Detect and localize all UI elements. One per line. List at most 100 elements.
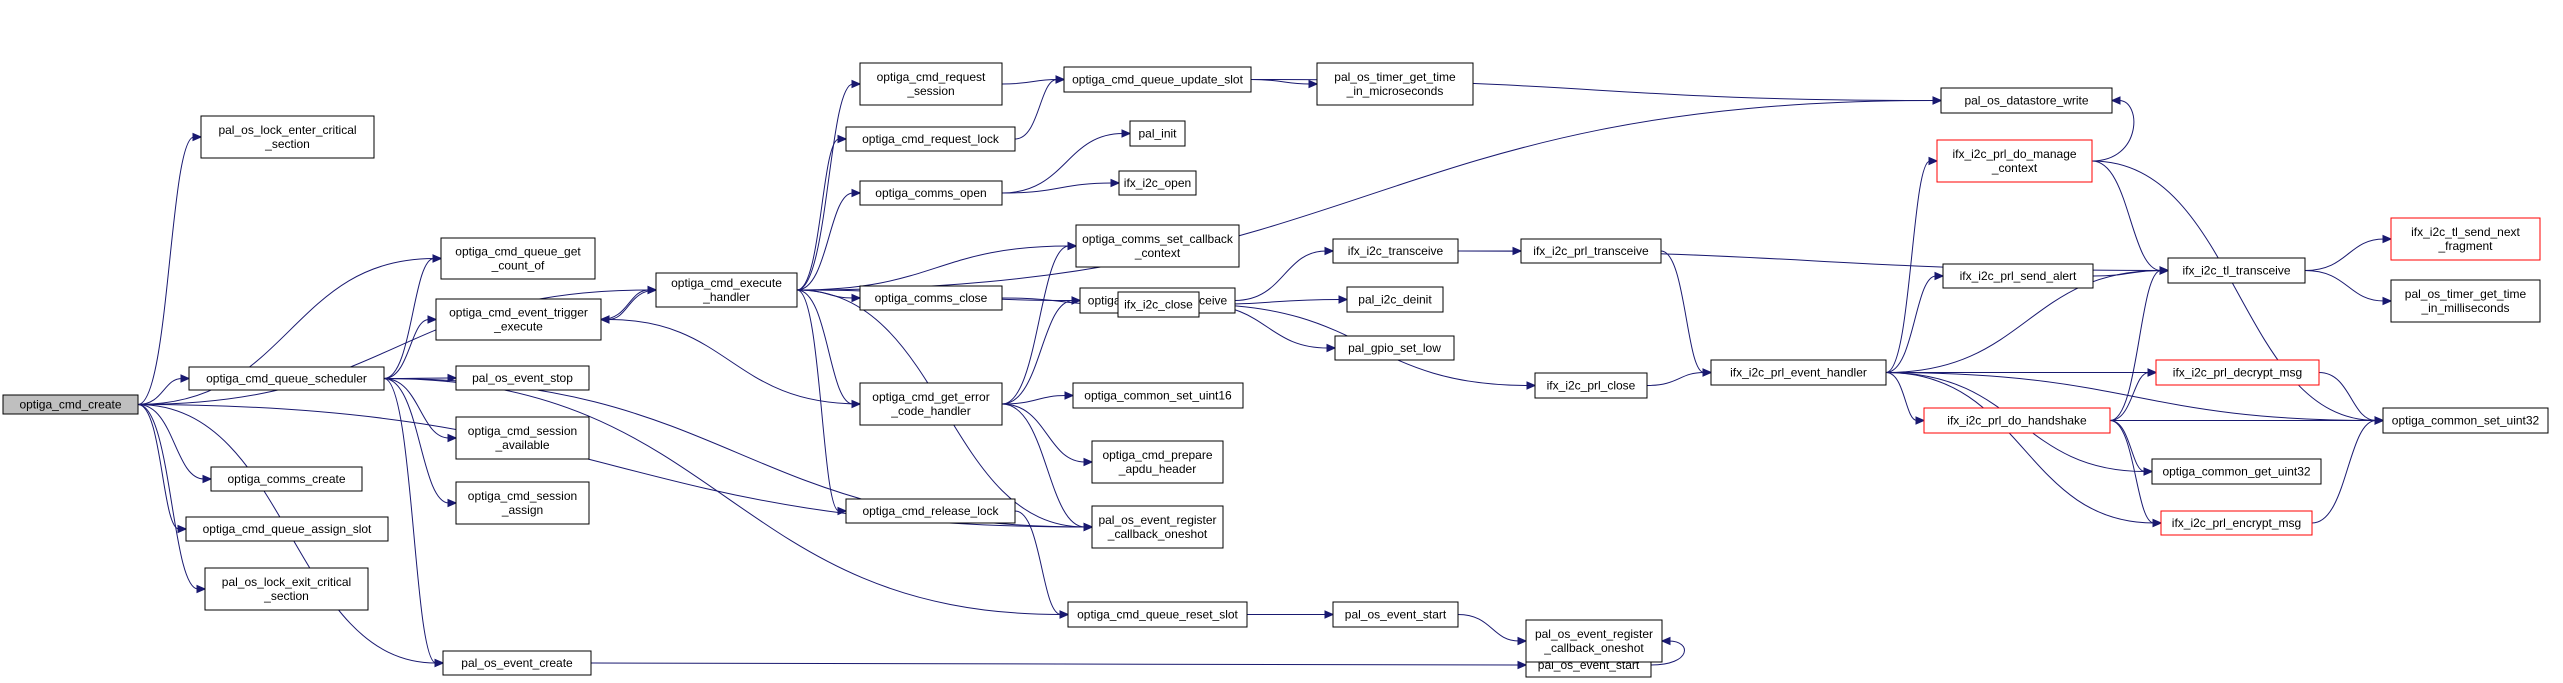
node-box[interactable] (1117, 291, 1200, 318)
node-box[interactable] (1534, 372, 1648, 399)
node-optiga-comms-set-callback-context[interactable]: optiga_comms_set_callback_context (1075, 224, 1240, 268)
node-pal-os-event-create[interactable]: pal_os_event_create (442, 650, 592, 676)
node-pal-init[interactable]: pal_init (1129, 120, 1186, 147)
node-optiga-common-get-uint32[interactable]: optiga_common_get_uint32 (2151, 458, 2322, 485)
node-box[interactable] (2167, 257, 2306, 284)
node-box[interactable] (185, 516, 389, 542)
node-pal-gpio-set-low[interactable]: pal_gpio_set_low (1334, 335, 1455, 361)
edge-n0-n9 (137, 404, 205, 480)
node-pal-os-lock-exit-critical-section[interactable]: pal_os_lock_exit_critical_section (204, 567, 369, 611)
node-optiga-cmd-queue-assign-slot[interactable]: optiga_cmd_queue_assign_slot (185, 516, 389, 542)
node-box[interactable] (188, 366, 385, 391)
node-box[interactable] (1936, 139, 2093, 183)
node-box[interactable] (2382, 407, 2549, 434)
node-box[interactable] (1346, 286, 1444, 313)
node-box[interactable] (1067, 601, 1248, 628)
node-ifx-i2c-open[interactable]: ifx_i2c_open (1118, 170, 1197, 196)
node-optiga-comms-create[interactable]: optiga_comms_create (210, 466, 363, 492)
node-pal-os-datastore-write[interactable]: pal_os_datastore_write (1940, 87, 2113, 114)
node-pal-os-event-stop[interactable]: pal_os_event_stop (455, 365, 590, 391)
node-box[interactable] (859, 382, 1003, 426)
node-box[interactable] (655, 272, 798, 308)
node-label: _in_microseconds (1346, 84, 1444, 98)
node-box[interactable] (1063, 66, 1252, 93)
node-box[interactable] (859, 180, 1003, 206)
edge-n14-n19 (1014, 79, 1058, 140)
node-ifx-i2c-prl-decrypt-msg[interactable]: ifx_i2c_prl_decrypt_msg (2155, 359, 2320, 386)
node-box[interactable] (435, 298, 602, 341)
node-ifx-i2c-prl-event-handler[interactable]: ifx_i2c_prl_event_handler (1710, 359, 1887, 386)
node-box[interactable] (2390, 217, 2541, 261)
node-pal-os-event-register-callback-oneshot[interactable]: pal_os_event_register_callback_oneshot (1091, 505, 1224, 549)
node-optiga-cmd-request-session[interactable]: optiga_cmd_request_session (859, 62, 1003, 106)
node-ifx-i2c-transceive[interactable]: ifx_i2c_transceive (1332, 238, 1459, 264)
node-box[interactable] (1334, 335, 1455, 361)
node-box[interactable] (200, 115, 375, 159)
node-box[interactable] (859, 62, 1003, 106)
node-optiga-cmd-request-lock[interactable]: optiga_cmd_request_lock (845, 126, 1016, 152)
node-box[interactable] (845, 126, 1016, 152)
node-box[interactable] (1520, 238, 1662, 264)
node-box[interactable] (1072, 382, 1244, 409)
node-ifx-i2c-prl-send-alert[interactable]: ifx_i2c_prl_send_alert (1942, 263, 2094, 289)
node-box[interactable] (210, 466, 363, 492)
node-optiga-cmd-session-assign[interactable]: optiga_cmd_session_assign (455, 481, 590, 525)
node-ifx-i2c-prl-do-handshake[interactable]: ifx_i2c_prl_do_handshake (1923, 407, 2111, 434)
node-optiga-cmd-queue-get-count-of[interactable]: optiga_cmd_queue_get_count_of (440, 237, 596, 280)
node-box[interactable] (204, 567, 369, 611)
node-optiga-cmd-session-available[interactable]: optiga_cmd_session_available (455, 416, 590, 460)
node-pal-i2c-deinit[interactable]: pal_i2c_deinit (1346, 286, 1444, 313)
node-box[interactable] (1940, 87, 2113, 114)
node-box[interactable] (1129, 120, 1186, 147)
node-box[interactable] (2151, 458, 2322, 485)
node-ifx-i2c-prl-close[interactable]: ifx_i2c_prl_close (1534, 372, 1648, 399)
node-box[interactable] (442, 650, 592, 676)
node-box[interactable] (1942, 263, 2094, 289)
node-optiga-comms-open[interactable]: optiga_comms_open (859, 180, 1003, 206)
node-box[interactable] (455, 416, 590, 460)
node-ifx-i2c-prl-do-manage-context[interactable]: ifx_i2c_prl_do_manage_context (1936, 139, 2093, 183)
node-box[interactable] (1075, 224, 1240, 268)
node-pal-os-timer-get-time-in-milliseconds[interactable]: pal_os_timer_get_time_in_milliseconds (2390, 279, 2541, 323)
node-ifx-i2c-close[interactable]: ifx_i2c_close (1117, 291, 1200, 318)
node-pal-os-lock-enter-critical-section[interactable]: pal_os_lock_enter_critical_section (200, 115, 375, 159)
node-box[interactable] (1332, 238, 1459, 264)
node-box[interactable] (1316, 62, 1474, 106)
node-pal-os-event-register-callback-oneshot[interactable]: pal_os_event_register_callback_oneshot (1525, 619, 1663, 663)
node-ifx-i2c-tl-send-next-fragment[interactable]: ifx_i2c_tl_send_next_fragment (2390, 217, 2541, 261)
node-box[interactable] (1710, 359, 1887, 386)
node-box[interactable] (845, 498, 1016, 524)
node-box[interactable] (1091, 505, 1224, 549)
node-box[interactable] (2390, 279, 2541, 323)
node-ifx-i2c-tl-transceive[interactable]: ifx_i2c_tl_transceive (2167, 257, 2306, 284)
node-optiga-cmd-queue-reset-slot[interactable]: optiga_cmd_queue_reset_slot (1067, 601, 1248, 628)
node-pal-os-timer-get-time-in-microseconds[interactable]: pal_os_timer_get_time_in_microseconds (1316, 62, 1474, 106)
node-ifx-i2c-prl-encrypt-msg[interactable]: ifx_i2c_prl_encrypt_msg (2160, 510, 2313, 536)
node-box[interactable] (859, 285, 1003, 311)
node-optiga-cmd-create[interactable]: optiga_cmd_create (2, 394, 139, 415)
node-optiga-common-set-uint16[interactable]: optiga_common_set_uint16 (1072, 382, 1244, 409)
node-optiga-cmd-queue-update-slot[interactable]: optiga_cmd_queue_update_slot (1063, 66, 1252, 93)
node-box[interactable] (2155, 359, 2320, 386)
node-optiga-cmd-execute-handler[interactable]: optiga_cmd_execute_handler (655, 272, 798, 308)
arrowhead-n31-n32 (1338, 295, 1349, 304)
node-optiga-common-set-uint32[interactable]: optiga_common_set_uint32 (2382, 407, 2549, 434)
node-pal-os-event-start[interactable]: pal_os_event_start (1332, 601, 1459, 628)
node-optiga-comms-close[interactable]: optiga_comms_close (859, 285, 1003, 311)
node-box[interactable] (2, 394, 139, 415)
node-optiga-cmd-event-trigger-execute[interactable]: optiga_cmd_event_trigger_execute (435, 298, 602, 341)
node-box[interactable] (1923, 407, 2111, 434)
node-box[interactable] (1091, 440, 1224, 484)
node-ifx-i2c-prl-transceive[interactable]: ifx_i2c_prl_transceive (1520, 238, 1662, 264)
node-optiga-cmd-prepare-apdu-header[interactable]: optiga_cmd_prepare_apdu_header (1091, 440, 1224, 484)
node-optiga-cmd-queue-scheduler[interactable]: optiga_cmd_queue_scheduler (188, 366, 385, 391)
node-box[interactable] (2160, 510, 2313, 536)
node-box[interactable] (1332, 601, 1459, 628)
node-box[interactable] (440, 237, 596, 280)
node-box[interactable] (1118, 170, 1197, 196)
node-box[interactable] (455, 365, 590, 391)
node-box[interactable] (1525, 619, 1663, 663)
node-box[interactable] (455, 481, 590, 525)
node-optiga-cmd-release-lock[interactable]: optiga_cmd_release_lock (845, 498, 1016, 524)
node-optiga-cmd-get-error-code-handler[interactable]: optiga_cmd_get_error_code_handler (859, 382, 1003, 426)
